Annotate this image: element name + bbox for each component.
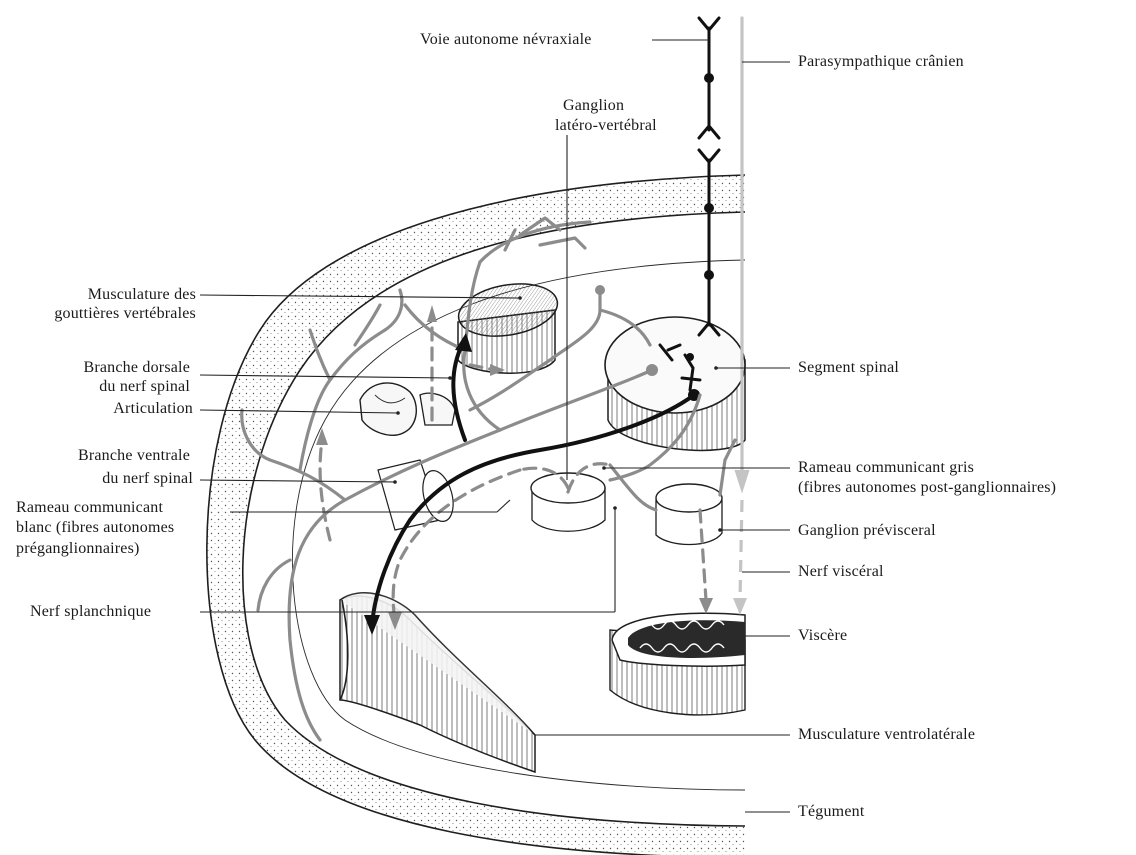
label-ganglion-previsceral: Ganglion prévisceral xyxy=(798,522,936,539)
label-rameau-blanc-2: blanc (fibres autonomes xyxy=(16,519,174,536)
viscera xyxy=(610,613,745,715)
label-musculature-ventrolaterale: Musculature ventrolatérale xyxy=(798,726,975,743)
label-ganglion-latero-1: Ganglion xyxy=(563,97,624,114)
ganglion-laterovertebral xyxy=(531,473,605,531)
label-rameau-gris-1: Rameau communicant gris xyxy=(798,459,974,476)
label-segment-spinal: Segment spinal xyxy=(798,359,899,376)
label-branche-dorsale-1: Branche dorsale xyxy=(83,359,190,376)
ganglion-previsceral xyxy=(656,484,722,545)
label-nerf-visceral: Nerf viscéral xyxy=(798,563,884,580)
label-rameau-blanc-1: Rameau communicant xyxy=(16,499,163,516)
label-branche-ventrale-1: Branche ventrale xyxy=(78,447,190,464)
labels: Voie autonome névraxiale Parasympathique… xyxy=(16,31,1056,820)
label-parasympathique: Parasympathique crânien xyxy=(798,53,964,70)
label-musculature-gouttieres-1: Musculature des xyxy=(88,286,196,303)
label-viscere: Viscère xyxy=(798,627,847,644)
label-musculature-gouttieres-2: gouttières vertébrales xyxy=(54,305,196,322)
cranial-parasympathetic xyxy=(733,18,749,615)
label-rameau-blanc-3: préganglionnaires) xyxy=(16,540,140,557)
label-articulation: Articulation xyxy=(113,400,193,417)
label-branche-dorsale-2: du nerf spinal xyxy=(99,378,190,395)
articulation xyxy=(360,383,455,435)
label-nerf-splanchnique: Nerf splanchnique xyxy=(30,603,151,620)
label-ganglion-latero-2: latéro-vertébral xyxy=(555,117,657,134)
paravertebral-muscle xyxy=(454,277,561,373)
label-tegument: Tégument xyxy=(798,803,865,820)
label-voie-autonome: Voie autonome névraxiale xyxy=(420,31,592,48)
ramus-ring xyxy=(378,460,458,530)
label-branche-ventrale-2: du nerf spinal xyxy=(102,470,193,487)
label-rameau-gris-2: (fibres autonomes post-ganglionnaires) xyxy=(798,479,1056,496)
